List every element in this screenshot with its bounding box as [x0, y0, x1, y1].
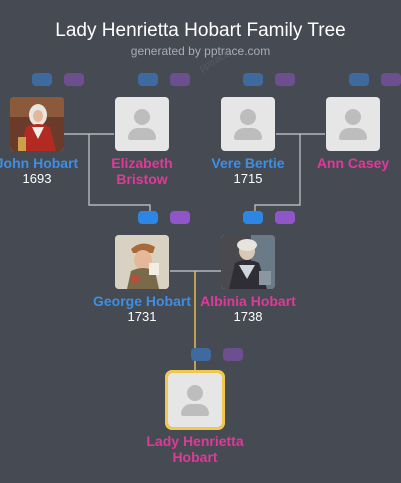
person-name: George Hobart — [92, 293, 191, 309]
person-name: Lady Henrietta Hobart — [146, 433, 244, 465]
father-link-button[interactable] — [243, 73, 263, 86]
birth-year: 1715 — [233, 171, 263, 186]
mother-link-button[interactable] — [170, 211, 190, 224]
person-elizabeth-bristow[interactable]: Elizabeth Bristow — [92, 97, 192, 187]
person-john-hobart[interactable]: John Hobart 1693 — [0, 97, 87, 186]
portrait-photo — [115, 235, 169, 289]
man-in-cap-portrait — [115, 235, 169, 289]
placeholder-avatar-icon — [115, 97, 169, 151]
father-link-button[interactable] — [349, 73, 369, 86]
person-name: Vere Bertie — [211, 155, 285, 171]
person-ann-casey[interactable]: Ann Casey — [303, 97, 401, 171]
portrait-photo — [10, 97, 64, 151]
person-name: John Hobart — [0, 155, 79, 171]
mother-link-button[interactable] — [64, 73, 84, 86]
birth-year: 1738 — [233, 309, 263, 324]
father-link-button[interactable] — [138, 73, 158, 86]
placeholder-avatar-icon — [165, 370, 225, 430]
father-link-button[interactable] — [138, 211, 158, 224]
page-subtitle: generated by pptrace.com — [130, 44, 271, 58]
placeholder-avatar-icon — [221, 97, 275, 151]
mother-link-button[interactable] — [275, 211, 295, 224]
birth-year: 1693 — [22, 171, 52, 186]
mother-link-button[interactable] — [223, 348, 243, 361]
person-name: Albinia Hobart — [200, 293, 296, 309]
mother-link-button[interactable] — [170, 73, 190, 86]
birth-year: 1731 — [127, 309, 157, 324]
person-albinia-hobart[interactable]: Albinia Hobart 1738 — [198, 235, 298, 324]
mother-link-button[interactable] — [275, 73, 295, 86]
person-name: Ann Casey — [316, 155, 390, 171]
portrait-photo — [221, 235, 275, 289]
mother-link-button[interactable] — [381, 73, 401, 86]
father-link-button[interactable] — [191, 348, 211, 361]
person-vere-bertie[interactable]: Vere Bertie 1715 — [198, 97, 298, 186]
person-name: Elizabeth Bristow — [111, 155, 173, 187]
person-lady-henrietta-hobart[interactable]: Lady Henrietta Hobart — [145, 370, 245, 465]
father-link-button[interactable] — [32, 73, 52, 86]
child-line-to-albinia — [254, 134, 301, 212]
child-line-to-george — [88, 134, 151, 212]
placeholder-avatar-icon — [326, 97, 380, 151]
person-george-hobart[interactable]: George Hobart 1731 — [92, 235, 192, 324]
woman-in-dark-dress-portrait — [221, 235, 275, 289]
father-link-button[interactable] — [243, 211, 263, 224]
page-title: Lady Henrietta Hobart Family Tree — [55, 20, 346, 41]
man-in-red-robe-portrait — [10, 97, 64, 151]
